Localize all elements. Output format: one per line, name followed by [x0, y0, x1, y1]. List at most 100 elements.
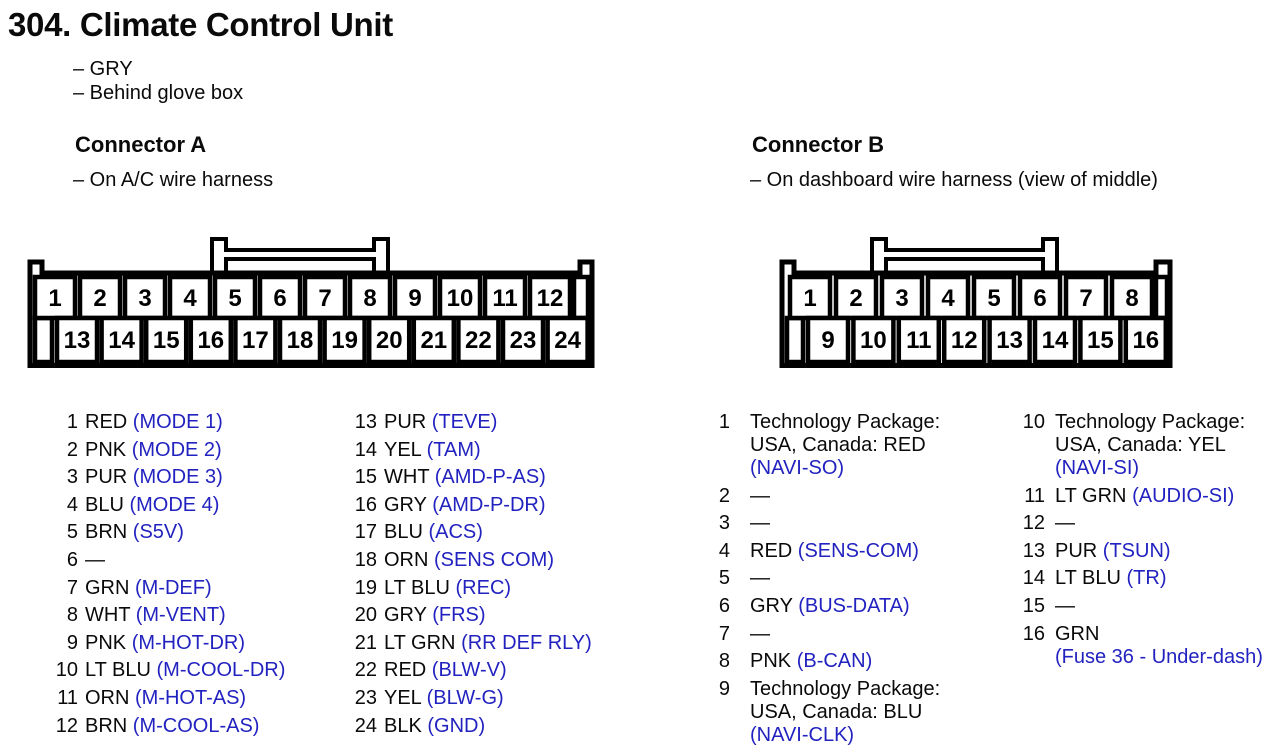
pin-description: —: [750, 567, 770, 590]
wire-color: —: [750, 567, 770, 590]
connector-a-subtitle: – On A/C wire harness: [73, 169, 274, 191]
pin-cavity-number: 13: [996, 327, 1023, 354]
pin-number: 7: [718, 622, 730, 645]
pin-description: GRN(Fuse 36 - Under-dash): [1055, 623, 1263, 669]
pin-number: 13: [1022, 539, 1045, 562]
pin-description-line: RED (MODE 1): [85, 411, 223, 434]
pin-cavity-number: 12: [537, 285, 564, 312]
pin-cavity-number: 12: [951, 327, 978, 354]
wire-color: BLU: [85, 493, 130, 516]
pin-description: —: [85, 549, 105, 572]
pin-cavity: [302, 274, 348, 321]
wire-color: ORN: [384, 548, 434, 571]
signal-name: (M-DEF): [135, 576, 212, 599]
pin-description-line: BLK (GND): [384, 715, 485, 738]
note-color: – GRY: [73, 58, 133, 80]
pin-description: GRN (M-DEF): [85, 577, 212, 600]
pin-cavity: [411, 315, 457, 365]
pin-description: LT GRN (RR DEF RLY): [384, 632, 592, 655]
pin-number: 8: [66, 604, 78, 627]
pin-cavity-number: 5: [987, 285, 1000, 312]
pin-cavity-number: 5: [228, 285, 241, 312]
pin-cavity: [188, 315, 234, 365]
pin-description: —: [750, 623, 770, 646]
wire-color: —: [750, 622, 770, 645]
pin-number: 14: [354, 438, 377, 461]
wire-color: LT GRN: [384, 631, 462, 654]
pin-number: 15: [1022, 594, 1045, 617]
blank-cavity: [571, 274, 591, 321]
note-location: – Behind glove box: [73, 82, 244, 104]
pin-cavity: [392, 274, 438, 321]
pin-number: 12: [55, 714, 78, 737]
pin-cavity-number: 2: [93, 285, 106, 312]
pin-description: —: [750, 485, 770, 508]
pin-number: 15: [354, 466, 377, 489]
pin-description: GRY (FRS): [384, 604, 486, 627]
signal-name: (M-COOL-AS): [132, 714, 260, 737]
signal-name: (RR DEF RLY): [461, 631, 592, 654]
pin-number: 23: [354, 686, 377, 709]
signal-name: (MODE 2): [131, 438, 222, 461]
pin-cavity-number: 20: [376, 327, 403, 354]
pin-row: 14 YEL (TAM): [347, 439, 657, 462]
pin-description-line: GRY (AMD-P-DR): [384, 494, 546, 517]
pin-row: 7—: [705, 623, 995, 646]
pin-number: 12: [1022, 512, 1045, 535]
pin-number: 10: [55, 659, 78, 682]
pin-description: WHT (AMD-P-AS): [384, 466, 546, 489]
pin-number: 19: [354, 576, 377, 599]
pin-description: YEL (TAM): [384, 439, 481, 462]
wire-color: —: [750, 512, 770, 535]
pin-cavity-number: 16: [197, 327, 224, 354]
wire-color: GRY: [750, 594, 799, 617]
wire-color: YEL: [384, 686, 427, 709]
pin-row: 5—: [705, 567, 995, 590]
pin-cavity: [1017, 274, 1063, 321]
pin-description: PNK (MODE 2): [85, 439, 222, 462]
connector-latch: [870, 237, 1059, 276]
wire-color: ORN: [85, 686, 135, 709]
pin-description-line: —: [1055, 595, 1075, 618]
pin-description: LT BLU (TR): [1055, 567, 1167, 590]
pin-description: PUR (TSUN): [1055, 540, 1171, 563]
pin-number: 1: [718, 411, 730, 433]
pin-cavity-number: 18: [287, 327, 314, 354]
blank-cavity: [1153, 274, 1170, 321]
wire-color: BLU: [384, 521, 429, 544]
pin-number: 8: [718, 650, 730, 673]
wire-color: RED: [384, 659, 432, 682]
pin-cavity-number: 13: [64, 327, 91, 354]
signal-name: (TSUN): [1102, 539, 1171, 562]
pin-cavity-number: 4: [183, 285, 197, 312]
pin-cavity-number: 3: [138, 285, 151, 312]
pin-description-line: Technology Package:: [1055, 411, 1245, 434]
connector-a-heading: Connector A: [75, 132, 207, 157]
pin-description: PUR (TEVE): [384, 411, 497, 434]
pin-cavity-number: 6: [273, 285, 286, 312]
pin-cavity-number: 17: [242, 327, 269, 354]
pin-cavity: [366, 315, 412, 365]
pin-description: PNK (M-HOT-DR): [85, 632, 245, 655]
pin-description-line: —: [750, 485, 770, 508]
pin-description-line: (NAVI-SO): [750, 457, 940, 480]
wire-color: LT GRN: [1055, 484, 1133, 507]
pin-number: 3: [718, 512, 730, 535]
pin-cavity: [879, 274, 925, 321]
signal-name: (M-VENT): [135, 604, 226, 627]
pin-description-line: LT BLU (M-COOL-DR): [85, 659, 285, 682]
wire-color: WHT: [384, 466, 435, 489]
pin-description: RED (BLW-V): [384, 659, 507, 682]
pin-description-line: GRY (FRS): [384, 604, 486, 627]
